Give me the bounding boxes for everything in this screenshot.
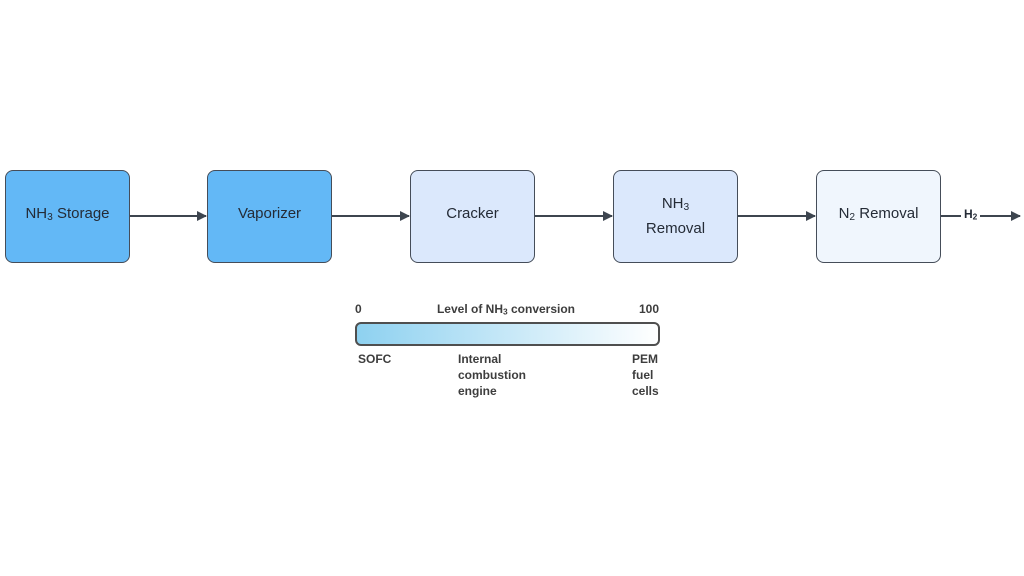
box-label-text: NH	[661, 195, 684, 213]
box-label: Vaporizer	[238, 204, 301, 228]
box-label-subscript: 3	[683, 202, 690, 214]
h2-output-label: H2	[961, 206, 981, 225]
flow-arrow	[738, 211, 816, 221]
box-label-text: N	[838, 205, 850, 223]
scale-title-text: conversion	[507, 302, 576, 316]
scale-max-label: 100	[638, 302, 659, 316]
box-label-text: Storage	[52, 205, 110, 223]
process-box-cracker: Cracker	[410, 170, 535, 263]
box-label-subscript: 3	[47, 212, 53, 224]
process-box-vaporizer: Vaporizer	[207, 170, 332, 263]
sofc-label: SOFC	[358, 352, 392, 366]
scale-title-text: Level of NH	[436, 302, 503, 316]
pem-fuel-cells-label: PEM fuel cells	[632, 352, 659, 398]
flow-arrow	[535, 211, 613, 221]
scale-title-subscript: 3	[502, 306, 508, 317]
internal-combustion-engine-label: Internal combustion engine	[458, 352, 526, 398]
box-label-text: Cracker	[446, 205, 499, 223]
flow-arrow	[130, 211, 207, 221]
h2-label-text: H	[964, 207, 973, 221]
h2-label-subscript: 2	[972, 211, 978, 222]
box-label: NH3	[662, 194, 689, 218]
flow-arrow-output: H2	[941, 206, 1021, 225]
process-box-nh3-removal: NH3 Removal	[613, 170, 738, 263]
scale-min-label: 0	[355, 302, 362, 316]
box-label-text: Removal	[855, 205, 919, 223]
box-label-text: NH	[25, 205, 48, 223]
process-box-nh3-storage: NH3 Storage	[5, 170, 130, 263]
box-label: Cracker	[446, 204, 499, 228]
scale-title: Level of NH3 conversion	[352, 302, 660, 320]
box-label-line2: Removal	[645, 219, 706, 237]
box-label: N2 Removal	[839, 204, 919, 228]
flow-arrow	[332, 211, 410, 221]
conversion-gradient-bar	[355, 322, 660, 346]
process-box-n2-removal: N2 Removal	[816, 170, 941, 263]
box-label-subscript: 2	[849, 212, 856, 224]
box-label-text: Vaporizer	[237, 205, 302, 223]
conversion-scale-row: 0 Level of NH3 conversion 100	[352, 302, 660, 317]
box-label: NH3 Storage	[25, 204, 109, 228]
